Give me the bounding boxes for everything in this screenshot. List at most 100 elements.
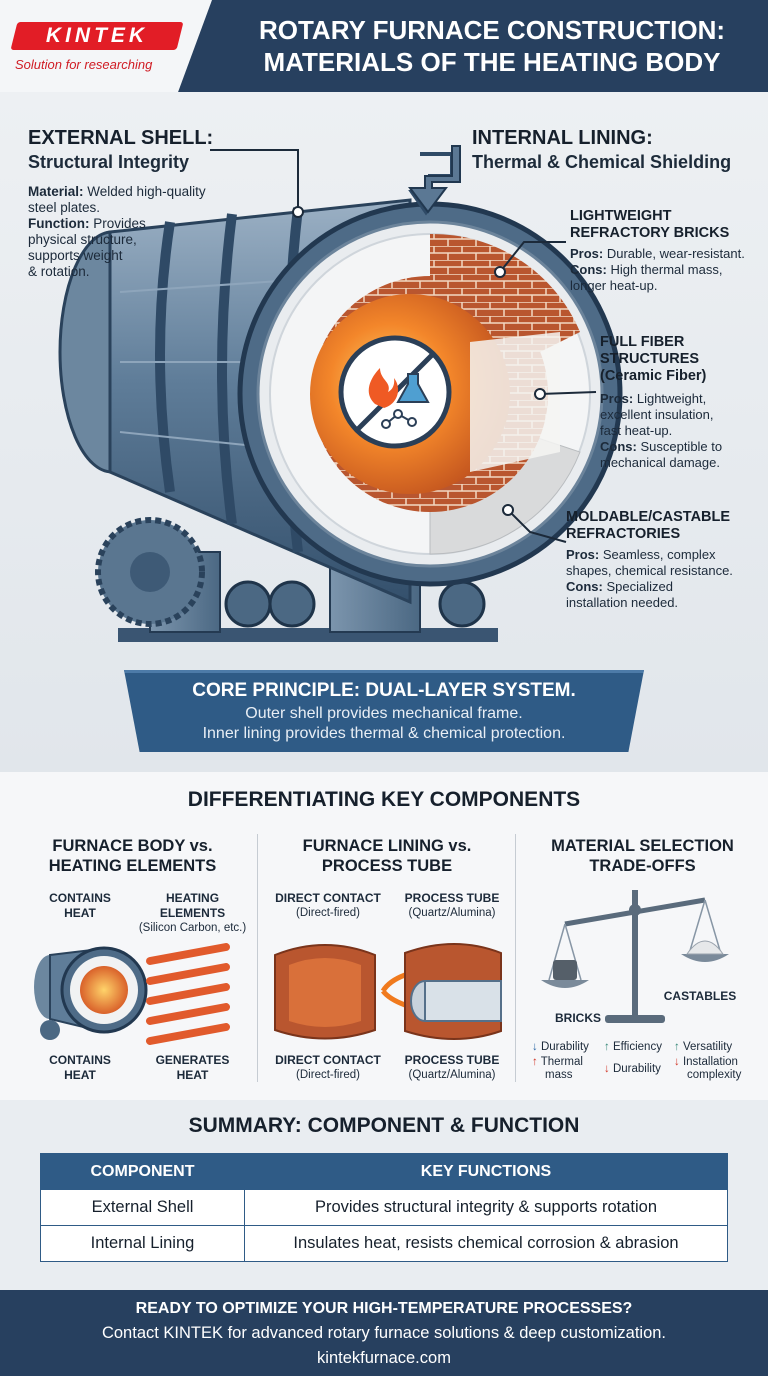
bricks-title-line2: REFRACTORY BRICKS	[570, 225, 730, 241]
bricks-title-line1: LIGHTWEIGHT	[570, 208, 672, 224]
flask-icon	[396, 373, 430, 403]
fiber-pros-2: excellent insulation,	[600, 407, 714, 422]
col2-title-line1: FURNACE LINING vs.	[302, 837, 472, 855]
castables-title-line1: MOLDABLE/CASTABLE	[566, 509, 731, 525]
external-shell-desc: Material: Welded high-quality steel plat…	[28, 184, 228, 280]
col2-direct-bottom: DIRECT CONTACT (Direct-fired)	[268, 1053, 388, 1082]
material-label: Material:	[28, 184, 84, 199]
arrow-down-icon: ↓	[532, 1041, 538, 1053]
column-divider-1	[257, 834, 258, 1082]
fiber-desc: Pros: Lightweight, excellent insulation,…	[600, 391, 765, 471]
logo-text: KINTEK	[45, 24, 149, 47]
column-divider-2	[515, 834, 516, 1082]
col1-title: FURNACE BODY vs. HEATING ELEMENTS	[10, 836, 255, 876]
process-tube	[424, 980, 502, 1022]
castables-desc: Pros: Seamless, complex shapes, chemical…	[566, 547, 766, 611]
bricks-tradeoffs: ↓ Durability ↑ Thermal mass	[532, 1041, 604, 1082]
table-row: External Shell Provides structural integ…	[40, 1189, 728, 1226]
external-shell-title: EXTERNAL SHELL:	[28, 127, 214, 149]
material-text: Welded high-quality	[83, 184, 206, 199]
lining-arrow	[408, 145, 461, 214]
col2-tube-bottom-1: PROCESS TUBE	[404, 1053, 500, 1067]
col1-title-line2: HEATING ELEMENTS	[48, 857, 217, 875]
function-label: Function:	[28, 216, 90, 231]
col3-title-line2: TRADE-OFFS	[589, 857, 696, 875]
col1-contains-bottom-1: CONTAINS	[49, 1053, 111, 1067]
mini-gear	[40, 1020, 60, 1040]
cons-label: Cons:	[566, 579, 603, 594]
footer-bar	[0, 1290, 768, 1376]
flame-arrow	[380, 972, 406, 1008]
table-cell-function: Insulates heat, resists chemical corrosi…	[244, 1225, 728, 1262]
col2-title-line2: PROCESS TUBE	[321, 857, 453, 875]
col2-title: FURNACE LINING vs. PROCESS TUBE	[262, 836, 512, 876]
footer-website-link[interactable]: kintekfurnace.com	[317, 1349, 451, 1367]
col1-generates-bottom: GENERATES HEAT	[135, 1053, 250, 1083]
col2-illustration	[274, 943, 502, 1040]
callout-dot-brick	[494, 266, 506, 278]
col3-title-line1: MATERIAL SELECTION	[551, 837, 734, 855]
col1-contains-bottom: CONTAINS HEAT	[30, 1053, 130, 1083]
pros-label: Pros:	[570, 246, 604, 261]
col1-generates-bottom-2: HEAT	[176, 1068, 209, 1082]
arrow-up-icon: ↑	[532, 1056, 538, 1068]
page-title-line1: ROTARY FURNACE CONSTRUCTION:	[258, 15, 726, 45]
cast-down-1: Installation	[682, 1056, 738, 1068]
callout-dot-shell	[292, 206, 304, 218]
col1-contains-top-1: CONTAINS	[49, 891, 111, 905]
roller-3	[438, 580, 486, 628]
cast-up: Versatility	[682, 1041, 733, 1053]
col2-direct-top-1: DIRECT CONTACT	[275, 891, 381, 905]
fiber-title-line1: FULL FIBER	[600, 334, 685, 350]
core-principle-title: CORE PRINCIPLE: DUAL-LAYER SYSTEM.	[192, 680, 576, 701]
bricks-pros: Durable, wear-resistant.	[603, 246, 745, 261]
col1-heating-top-1: HEATING	[165, 891, 220, 905]
footer-cta-title: READY TO OPTIMIZE YOUR HIGH-TEMPERATURE …	[135, 1300, 633, 1317]
castables-tradeoffs: ↑ Versatility ↓ Installation complexity	[674, 1041, 766, 1082]
page-title: ROTARY FURNACE CONSTRUCTION: MATERIALS O…	[224, 14, 760, 78]
col1-contains-top: CONTAINS HEAT	[30, 891, 130, 921]
col2-direct-top-2: (Direct-fired)	[296, 907, 360, 919]
differentiating-title: DIFFERENTIATING KEY COMPONENTS	[187, 788, 581, 811]
function-text-4: & rotation.	[28, 264, 90, 279]
table-header-row: COMPONENT KEY FUNCTIONS	[40, 1153, 728, 1190]
material-text-2: steel plates.	[28, 200, 101, 215]
callout-dot-fiber	[534, 388, 546, 400]
footer-cta-text: Contact KINTEK for advanced rotary furna…	[101, 1324, 667, 1342]
mini-drum-core	[80, 966, 128, 1014]
col1-heating-top-2: ELEMENTS	[159, 906, 226, 920]
bricks-cons: High thermal mass,	[606, 262, 723, 277]
castables-pros: Seamless, complex	[599, 547, 716, 562]
internal-lining-subtitle: Thermal & Chemical Shielding	[472, 152, 732, 172]
fiber-pros: Lightweight,	[633, 391, 707, 406]
table-cell-component: External Shell	[40, 1189, 245, 1226]
bricks-cons-2: longer heat-up.	[570, 278, 658, 293]
bricks-down-1: Thermal	[540, 1056, 583, 1068]
function-text-2: physical structure,	[28, 232, 137, 247]
summary-title: SUMMARY: COMPONENT & FUNCTION	[188, 1114, 580, 1137]
table-cell-component: Internal Lining	[40, 1225, 245, 1262]
bricks-down-2: mass	[545, 1069, 573, 1081]
summary-table: COMPONENT KEY FUNCTIONS External Shell P…	[40, 1153, 728, 1262]
pros-label: Pros:	[566, 547, 600, 562]
col1-contains-bottom-2: HEAT	[64, 1068, 96, 1082]
roller-1	[224, 580, 272, 628]
furnace-illustration	[58, 145, 623, 642]
fiber-title: FULL FIBER STRUCTURES (Ceramic Fiber)	[600, 334, 706, 385]
fiber-texture	[470, 332, 560, 472]
middle-tradeoffs: ↑ Efficiency ↓ Durability	[604, 1041, 676, 1076]
core-principle-banner	[124, 670, 644, 752]
table-header-functions: KEY FUNCTIONS	[244, 1153, 728, 1190]
mid-up: Efficiency	[612, 1041, 662, 1053]
col1-title-line1: FURNACE BODY vs.	[52, 837, 213, 855]
core-principle-line1: Outer shell provides mechanical frame.	[245, 705, 523, 722]
bricks-up: Durability	[540, 1041, 589, 1053]
castables-title-line2: REFRACTORIES	[566, 526, 681, 542]
cons-label: Cons:	[570, 262, 607, 277]
cons-label: Cons:	[600, 439, 637, 454]
logo-tagline: Solution for researching	[15, 57, 153, 72]
col2-tube-top: PROCESS TUBE (Quartz/Alumina)	[392, 891, 512, 920]
castables-pros-2: shapes, chemical resistance.	[566, 563, 733, 578]
molecule-icon	[381, 409, 417, 429]
col1-contains-top-2: HEAT	[64, 906, 96, 920]
